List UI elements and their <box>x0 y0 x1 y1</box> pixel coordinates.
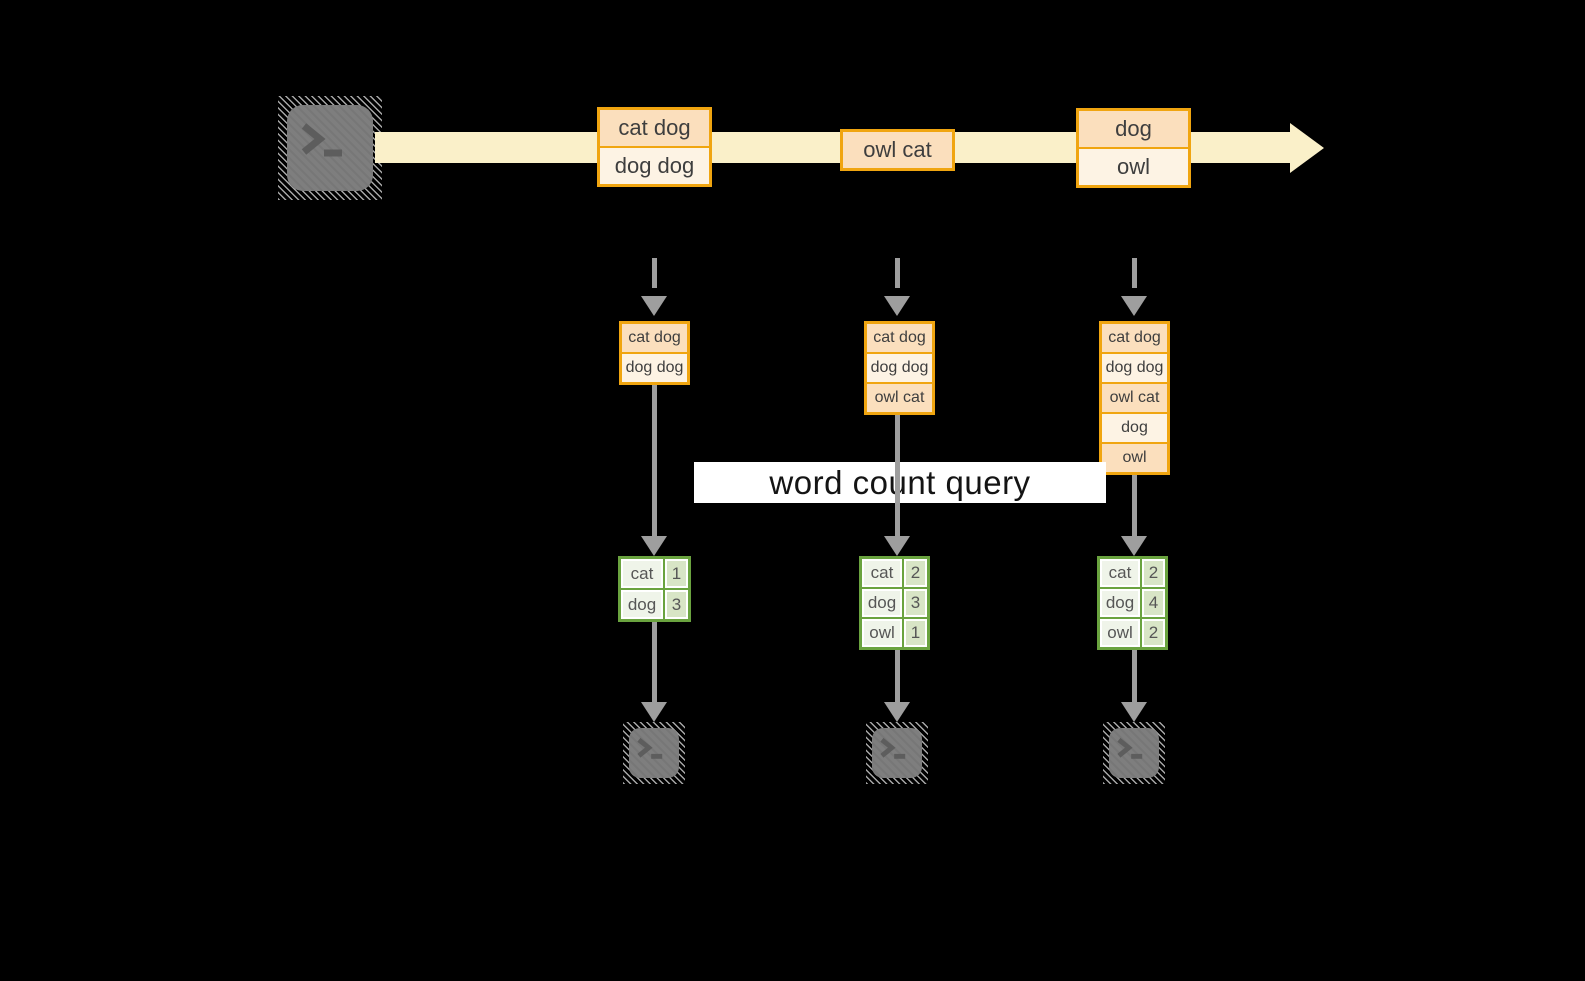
input-table-box: cat dog dog dog <box>619 321 690 385</box>
result-table: cat 1 dog 3 <box>618 556 691 622</box>
input-record: owl cat <box>867 384 932 412</box>
stream-record: owl <box>1079 149 1188 185</box>
stream-batch-box: cat dog dog dog <box>597 107 712 187</box>
input-table-box: cat dog dog dog owl cat dog owl <box>1099 321 1170 475</box>
sink-flow-arrow <box>1121 650 1147 722</box>
result-table: cat 2 dog 4 owl 2 <box>1097 556 1168 650</box>
stream-record: owl cat <box>843 132 952 168</box>
query-flow-arrow <box>641 385 667 556</box>
count-cell: 2 <box>1142 559 1165 587</box>
result-table: cat 2 dog 3 owl 1 <box>859 556 930 650</box>
word-cell: cat <box>862 559 902 587</box>
trigger-dashed-arrow <box>641 258 667 320</box>
stream-arrow-head <box>1290 123 1324 173</box>
word-cell: dog <box>1100 589 1140 617</box>
word-cell: cat <box>1100 559 1140 587</box>
count-cell: 2 <box>904 559 927 587</box>
sink-terminal-icon <box>1103 722 1165 784</box>
source-terminal-icon <box>278 96 382 200</box>
sink-flow-arrow <box>641 622 667 722</box>
input-record: dog dog <box>1102 354 1167 382</box>
query-label-banner: word count query <box>694 462 1106 503</box>
stream-batch-box: dog owl <box>1076 108 1191 188</box>
count-cell: 1 <box>665 559 688 588</box>
input-table-box: cat dog dog dog owl cat <box>864 321 935 415</box>
count-cell: 4 <box>1142 589 1165 617</box>
input-record: cat dog <box>1102 324 1167 352</box>
sink-flow-arrow <box>884 650 910 722</box>
input-record: dog dog <box>867 354 932 382</box>
stream-record: dog dog <box>600 148 709 184</box>
input-record: cat dog <box>622 324 687 352</box>
word-cell: owl <box>862 619 902 647</box>
input-record: dog <box>1102 414 1167 442</box>
stream-batch-box: owl cat <box>840 129 955 171</box>
word-cell: cat <box>621 559 663 588</box>
terminal-prompt-icon <box>880 737 906 759</box>
terminal-prompt-icon <box>637 737 663 759</box>
count-cell: 3 <box>904 589 927 617</box>
input-record: owl cat <box>1102 384 1167 412</box>
input-record: cat dog <box>867 324 932 352</box>
sink-terminal-icon <box>623 722 685 784</box>
query-label: word count query <box>769 463 1031 501</box>
query-flow-arrow <box>1121 475 1147 556</box>
query-flow-arrow <box>884 415 910 556</box>
input-record: owl <box>1102 444 1167 472</box>
word-cell: owl <box>1100 619 1140 647</box>
input-record: dog dog <box>622 354 687 382</box>
trigger-dashed-arrow <box>1121 258 1147 320</box>
trigger-dashed-arrow <box>884 258 910 320</box>
word-cell: dog <box>862 589 902 617</box>
terminal-prompt-icon <box>1117 737 1143 759</box>
count-cell: 1 <box>904 619 927 647</box>
stream-record: cat dog <box>600 110 709 146</box>
sink-terminal-icon <box>866 722 928 784</box>
count-cell: 3 <box>665 590 688 619</box>
count-cell: 2 <box>1142 619 1165 647</box>
terminal-prompt-icon <box>301 123 342 157</box>
word-cell: dog <box>621 590 663 619</box>
stream-record: dog <box>1079 111 1188 147</box>
